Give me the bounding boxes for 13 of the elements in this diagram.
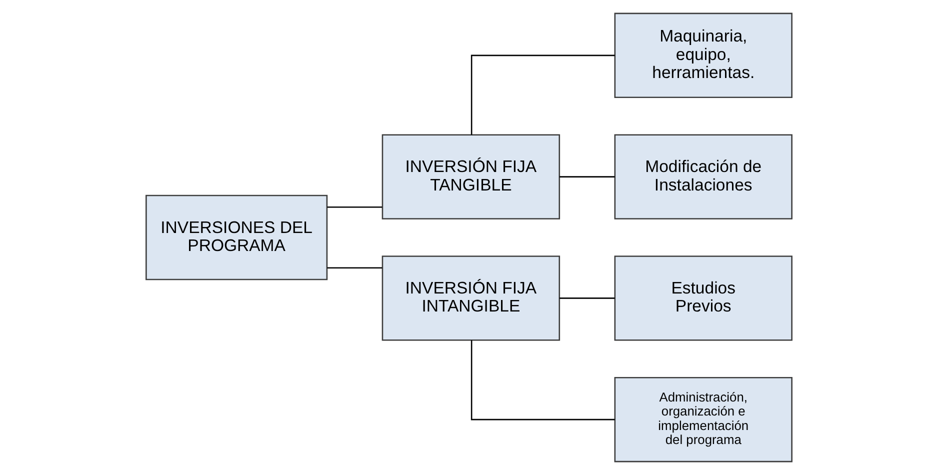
node-box: INVERSIÓN FIJA INTANGIBLE [381, 256, 560, 341]
node-box: Administración, organización e implementación del programa [614, 376, 792, 462]
node-box: Estudios Previos [614, 256, 792, 341]
node-box: Maquinaria, equipo, herramientas. [614, 12, 792, 98]
node-box: INVERSIONES DEL PROGRAMA [145, 194, 328, 280]
connector [470, 340, 614, 420]
node-box: INVERSIÓN FIJA TANGIBLE [381, 134, 560, 220]
node-box: Modificación de Instalaciones [614, 134, 792, 220]
connector [558, 298, 614, 299]
connector [326, 267, 382, 268]
connector [326, 206, 382, 208]
connector [558, 176, 614, 178]
connector [470, 54, 614, 135]
